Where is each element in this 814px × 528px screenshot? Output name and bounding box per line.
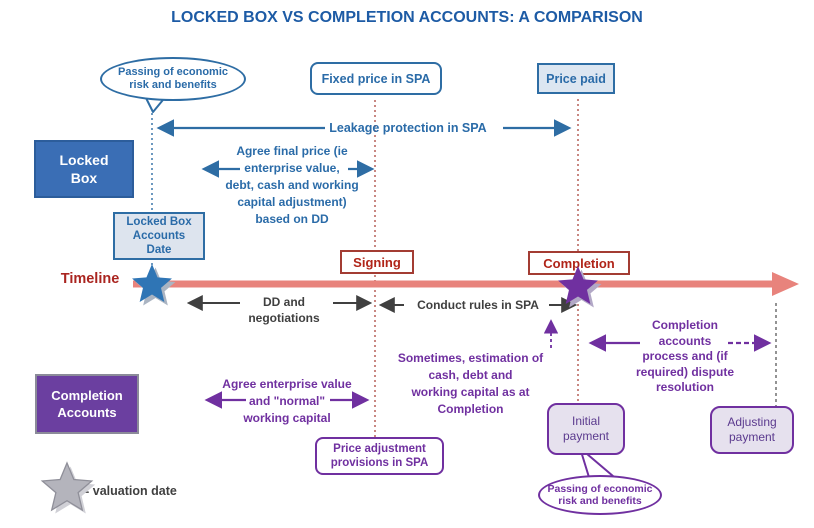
locked-box-star-shadow [135,267,176,306]
timeline-arrowhead-icon [772,272,799,296]
estimation-label: Sometimes, estimation of cash, debt and … [397,351,544,416]
fixed-price-box: Fixed price in SPA [310,62,442,95]
agree-final-price-label: Agree final price (ie enterprise value, … [225,144,359,226]
initial-payment-box: Initial payment [547,403,625,455]
page-title: LOCKED BOX VS COMPLETION ACCOUNTS: A COM… [171,9,643,26]
locked-box-accounts-date-box: Locked Box Accounts Date [113,212,205,260]
conduct-rules-label: Conduct rules in SPA [417,298,539,312]
completion-milestone-box: Completion [528,251,630,275]
locked-box-valuation-star-icon [132,264,172,302]
leakage-protection-label: Leakage protection in SPA [329,121,487,135]
valuation-date-legend: = valuation date [82,484,177,498]
completion-star-shadow [561,269,602,308]
completion-accounts-row-label: Completion Accounts [35,374,139,434]
signing-milestone-box: Signing [340,250,414,274]
locked-box-row-label: Locked Box [34,140,134,198]
adjusting-payment-box: Adjusting payment [710,406,794,454]
dd-negotiations-label: DD and negotiations [248,295,320,325]
price-adjustment-box: Price adjustment provisions in SPA [315,437,444,475]
timeline-label: Timeline [60,271,120,287]
price-paid-box: Price paid [537,63,615,94]
completion-accounts-process-label: Completion accounts process and (if requ… [635,318,734,394]
economic-risk-bubble-top: Passing of economic risk and benefits [100,57,246,101]
agree-enterprise-value-label: Agree enterprise value and "normal" work… [222,377,352,425]
economic-risk-bubble-bottom: Passing of economic risk and benefits [538,475,662,515]
